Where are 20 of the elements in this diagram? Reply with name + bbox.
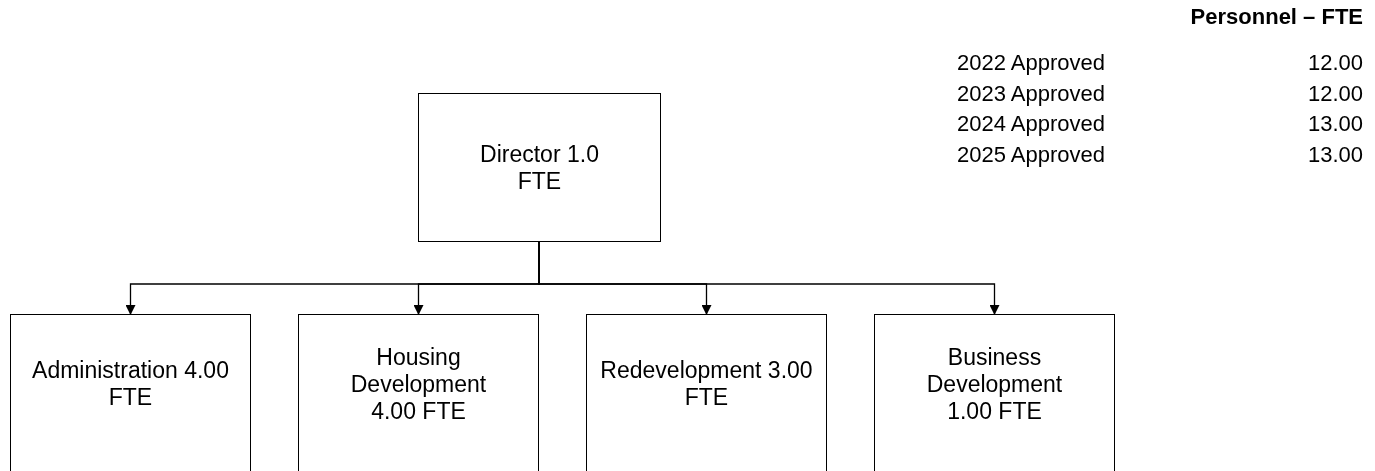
table-heading: Personnel – FTE [1190, 4, 1363, 30]
year-label: 2025 Approved [957, 141, 1106, 169]
box-label: Redevelopment 3.00 FTE [599, 357, 814, 411]
fte-value: 13.00 [1307, 141, 1363, 169]
org-box [586, 314, 827, 471]
fte-value: 12.00 [1307, 50, 1363, 77]
year-label: 2022 Approved [957, 50, 1106, 77]
year-label: 2024 Approved [957, 111, 1106, 138]
org-box [298, 314, 539, 471]
box-label: Director 1.0 FTE [479, 140, 600, 195]
org-box [10, 314, 251, 471]
org-box [874, 314, 1115, 471]
fte-value: 12.00 [1307, 80, 1363, 108]
org-box [418, 93, 661, 242]
fte-value: 13.00 [1307, 111, 1363, 138]
year-label: 2023 Approved [957, 80, 1106, 108]
box-label: Housing Development 4.00 FTE [349, 343, 488, 425]
box-label: Business Development 1.00 FTE [925, 343, 1064, 425]
box-label: Administration 4.00 FTE [31, 357, 230, 411]
connector-arrow [538, 241, 1000, 315]
